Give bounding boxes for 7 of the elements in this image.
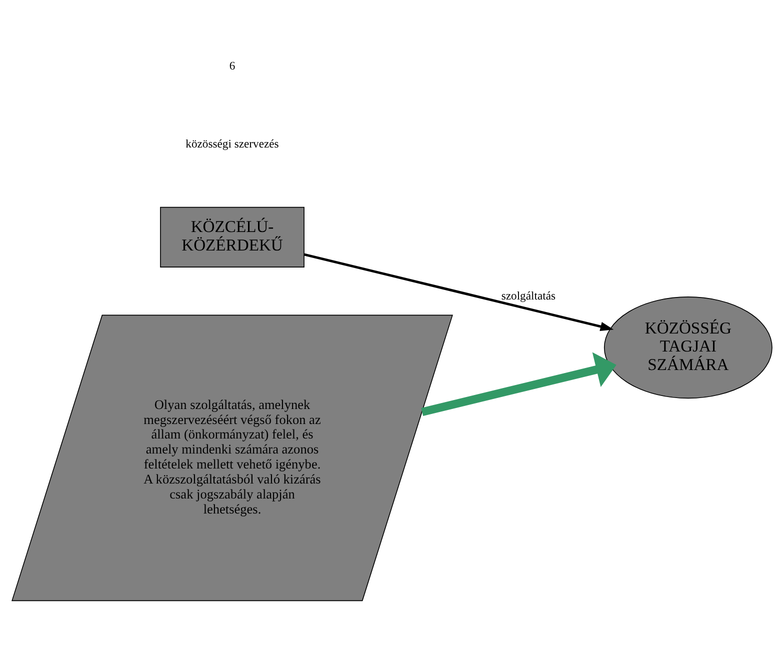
node-box: KÖZCÉLÚ- KÖZÉRDEKŰ [160, 206, 304, 268]
label: közösségi szervezés [186, 137, 279, 150]
arrow [304, 253, 614, 332]
arrow [421, 352, 616, 416]
node-ellipse: KÖZÖSSÉG TAGJAI SZÁMÁRA [604, 296, 772, 399]
edge-label: szolgáltatás [501, 290, 556, 303]
label: 6 [229, 59, 236, 72]
